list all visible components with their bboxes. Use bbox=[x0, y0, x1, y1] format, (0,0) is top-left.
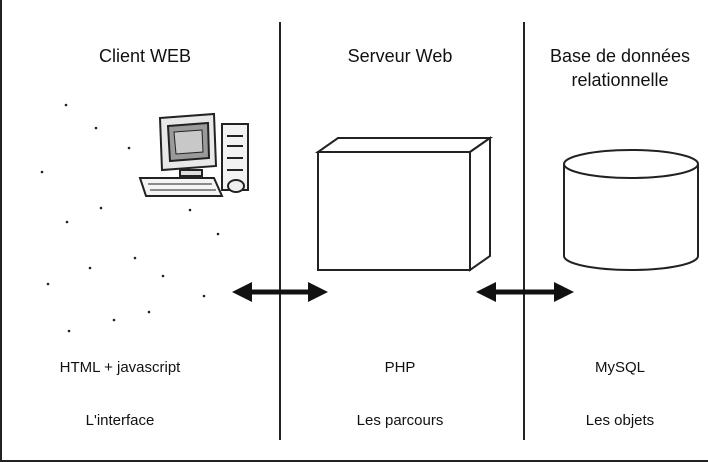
column-divider-1 bbox=[279, 22, 281, 440]
server-technology-label: PHP bbox=[384, 359, 416, 376]
database-cylinder-icon bbox=[563, 149, 699, 271]
server-role-label: Les parcours bbox=[356, 412, 444, 429]
client-technology-label: HTML + javascript bbox=[59, 359, 181, 376]
database-title-line2: relationnelle bbox=[571, 70, 669, 90]
client-role-label: L'interface bbox=[85, 412, 155, 429]
arrow-client-server bbox=[232, 282, 328, 302]
scatter-dots bbox=[40, 103, 220, 333]
database-title-line1: Base de données bbox=[549, 46, 691, 66]
server-box-icon bbox=[314, 136, 494, 272]
serveur-web-title: Serveur Web bbox=[347, 46, 453, 66]
computer-icon bbox=[138, 112, 249, 197]
client-web-title: Client WEB bbox=[98, 46, 192, 66]
arrow-server-database bbox=[476, 282, 574, 302]
database-technology-label: MySQL bbox=[594, 359, 645, 376]
database-role-label: Les objets bbox=[585, 412, 655, 429]
column-divider-2 bbox=[523, 22, 525, 440]
